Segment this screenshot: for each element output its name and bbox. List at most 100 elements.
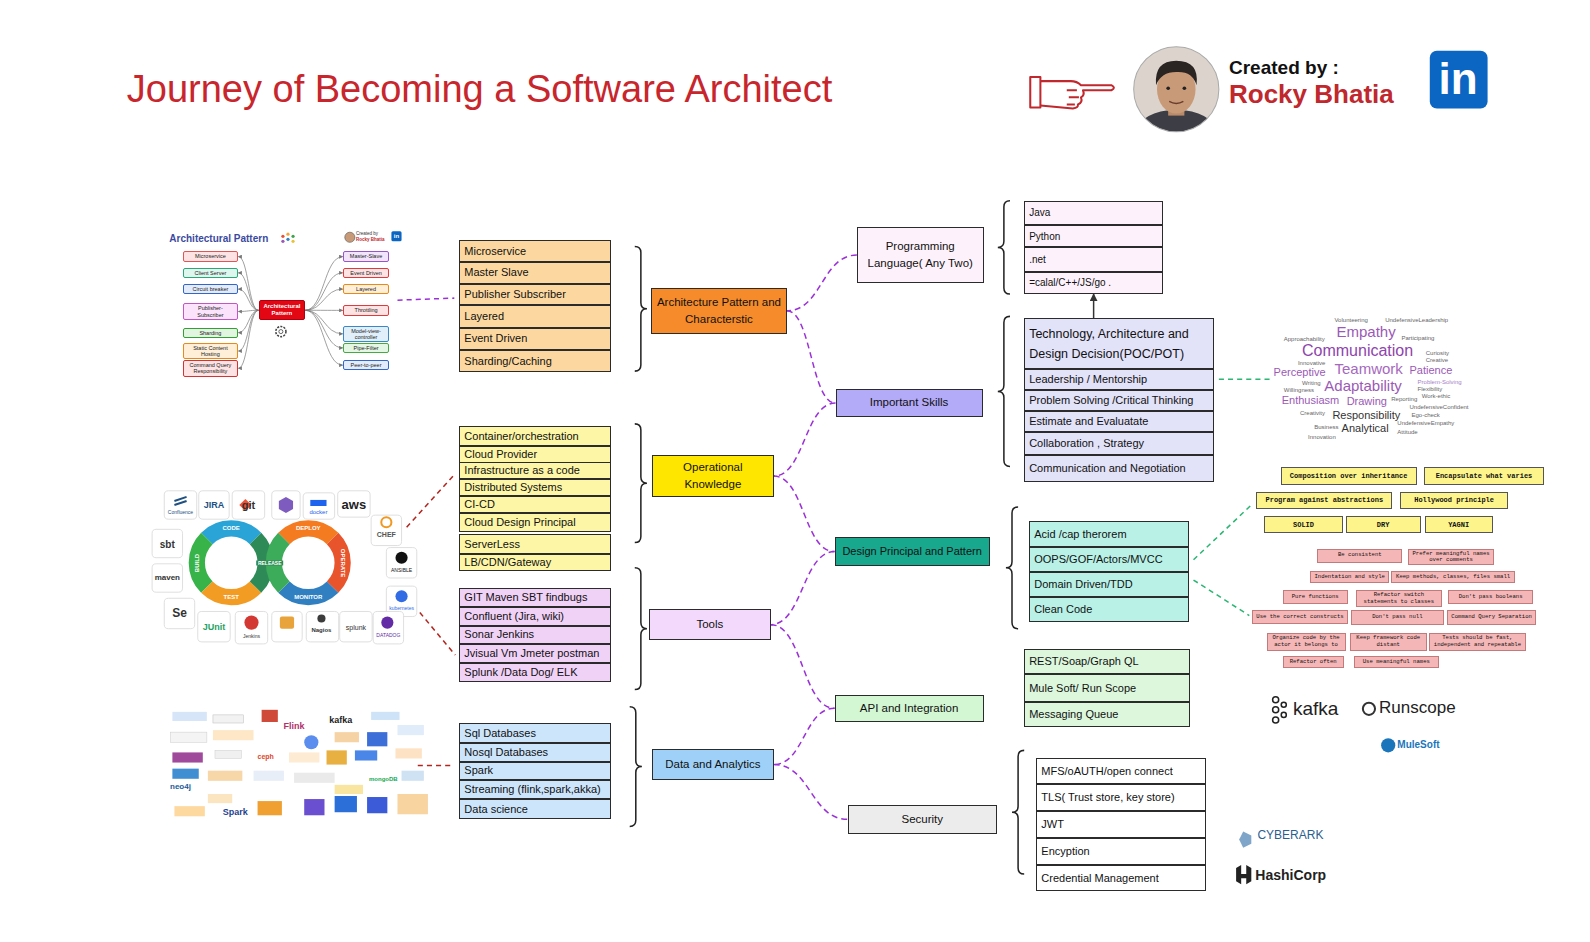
branch-connector bbox=[774, 403, 836, 476]
illustration-group bbox=[289, 752, 319, 762]
arrow-connector bbox=[305, 289, 343, 310]
list-item-box: MFS/oAUTH/open connect bbox=[1036, 758, 1205, 783]
node-text: Estimate and Evaluatate bbox=[1029, 415, 1209, 428]
topic-box: Operational Knowledge bbox=[652, 455, 774, 497]
node-text: Peer-to-peer bbox=[346, 362, 387, 368]
node-text: Indentation and style bbox=[1313, 574, 1386, 580]
leader-line bbox=[398, 298, 1270, 765]
devops-tool-label: aws bbox=[342, 497, 367, 510]
illustration-group bbox=[213, 715, 243, 723]
illustration-group bbox=[345, 232, 355, 242]
node-text: Nosql Databases bbox=[464, 746, 606, 759]
list-item-box: Sharding/Caching bbox=[459, 350, 611, 372]
data-tool-label: Flink bbox=[284, 722, 305, 731]
principle-box: Program against abstractions bbox=[1256, 492, 1392, 509]
node-text: Architectural Pattern bbox=[262, 303, 303, 317]
illustration-group bbox=[272, 491, 300, 519]
node-text: Publisher Subscriber bbox=[464, 288, 606, 301]
branch-connector bbox=[771, 625, 835, 709]
illustration-group bbox=[281, 240, 284, 243]
node-text: Model-view-controller bbox=[346, 328, 387, 341]
node-text: Be consistent bbox=[1320, 552, 1399, 558]
node-text: Mule Soft/ Run Scope bbox=[1029, 682, 1185, 695]
clean-code-box: Be consistent bbox=[1317, 549, 1402, 563]
node-text: Command Query Separation bbox=[1450, 614, 1533, 620]
illustration-group bbox=[1067, 90, 1079, 104]
list-item-box: Domain Driven/TDD bbox=[1029, 572, 1189, 597]
node-text: Python bbox=[1029, 231, 1158, 243]
node-text: Acid /cap therorem bbox=[1034, 528, 1184, 541]
illustration-group bbox=[1183, 86, 1187, 90]
list-item-box: Cloud Design Principal bbox=[459, 513, 611, 532]
branch-connector bbox=[774, 765, 848, 820]
branch-connector bbox=[774, 476, 835, 552]
illustration-group bbox=[630, 707, 642, 827]
word-cloud-word: Analytical bbox=[1342, 423, 1389, 434]
mini-heading: Architectural Pattern bbox=[169, 234, 268, 244]
illustration-group bbox=[199, 491, 229, 519]
clean-code-box: Use meaningful names bbox=[1354, 656, 1439, 668]
devops-tool-label: Nagios bbox=[311, 627, 331, 633]
node-text: Microservice bbox=[186, 253, 236, 259]
clean-code-box: Don't pass null bbox=[1351, 610, 1444, 624]
pattern-box: Master-Slave bbox=[343, 251, 390, 261]
principle-box: Hollywood principle bbox=[1400, 492, 1507, 509]
illustration-group bbox=[172, 769, 198, 779]
illustration-group bbox=[1381, 738, 1395, 752]
node-text: Use meaningful names bbox=[1357, 659, 1436, 665]
illustration-group bbox=[1273, 707, 1279, 713]
illustration-group bbox=[998, 316, 1010, 466]
illustration-group bbox=[1030, 77, 1040, 107]
word-cloud-word: Willingness bbox=[1284, 387, 1314, 393]
list-item-box: Problem Solving /Critical Thinking bbox=[1024, 390, 1214, 410]
list-item-box: Streaming (flink,spark,akka) bbox=[459, 780, 611, 799]
list-item-box: Collaboration , Strategy bbox=[1024, 432, 1214, 455]
principle-box: Encapsulate what varies bbox=[1424, 467, 1545, 484]
illustration-group bbox=[327, 750, 347, 764]
node-text: JWT bbox=[1041, 818, 1200, 831]
illustration-group bbox=[1219, 378, 1270, 380]
node-text: Important Skills bbox=[840, 394, 979, 411]
list-item-box: OOPS/GOF/Actors/MVCC bbox=[1029, 547, 1189, 572]
node-text: Sharding bbox=[186, 330, 236, 336]
node-text: Organize code by the actor it belongs to bbox=[1270, 635, 1343, 648]
node-text: Refactor switch statements to classes bbox=[1359, 592, 1439, 605]
node-text: Encyption bbox=[1041, 845, 1200, 858]
word-cloud-word: Creative bbox=[1426, 357, 1448, 363]
linkedin-logo bbox=[1430, 51, 1488, 109]
clean-code-box: Refactor often bbox=[1283, 656, 1344, 668]
node-text: Event Driven bbox=[346, 270, 387, 276]
list-item-box: Event Driven bbox=[459, 328, 611, 350]
list-item-box: Leadership / Mentorship bbox=[1024, 369, 1214, 390]
illustration-group bbox=[398, 725, 424, 735]
list-item-box: Infrastructure as a code bbox=[459, 462, 611, 479]
devops-icon-tile bbox=[152, 491, 417, 644]
illustration-group bbox=[367, 732, 387, 746]
pattern-box: Command Query Responsibility bbox=[183, 360, 239, 377]
node-text: Infrastructure as a code bbox=[464, 464, 606, 477]
devops-tool-label: git bbox=[242, 499, 255, 510]
illustration-group bbox=[386, 548, 416, 578]
illustration-group bbox=[208, 771, 242, 781]
node-text: SOLID bbox=[1267, 521, 1339, 529]
word-cloud-word: Responsibility bbox=[1332, 410, 1400, 421]
node-text: TLS( Trust store, key store) bbox=[1041, 791, 1200, 804]
node-text: Data and Analytics bbox=[656, 756, 770, 773]
illustration-group bbox=[1040, 81, 1114, 108]
pattern-box: Sharding bbox=[183, 328, 239, 338]
list-item-box: Estimate and Evaluatate bbox=[1024, 411, 1214, 432]
pattern-box: Peer-to-peer bbox=[343, 360, 390, 370]
list-item-box: Splunk /Data Dog/ ELK bbox=[459, 663, 611, 682]
list-item-box: Confluent (Jira, wiki) bbox=[459, 607, 611, 625]
node-text: Design Principal and Pattern bbox=[839, 543, 986, 560]
illustration-group bbox=[635, 568, 647, 690]
clean-code-box: Don't pass booleans bbox=[1448, 590, 1533, 604]
word-cloud-word: Participating bbox=[1401, 335, 1434, 341]
illustration-group bbox=[395, 552, 407, 564]
bracket bbox=[630, 201, 1024, 874]
list-item-box: Nosql Databases bbox=[459, 743, 611, 761]
word-cloud-word: Volunteering bbox=[1334, 317, 1367, 323]
devops-tool-label: maven bbox=[155, 574, 180, 582]
list-item-box: Technology, Architecture and Design Deci… bbox=[1024, 318, 1214, 369]
